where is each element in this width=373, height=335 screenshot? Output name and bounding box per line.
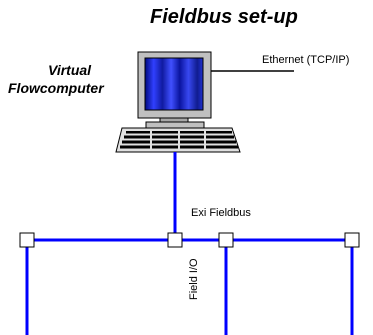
diagram-title: Fieldbus set-up (150, 6, 298, 28)
fieldbus-node-icon (19, 232, 35, 248)
fieldbus-node-icon (218, 232, 234, 248)
fieldbus-node-icon (344, 232, 360, 248)
computer-label-line2: Flowcomputer (8, 80, 104, 96)
fieldbus-label: Exi Fieldbus (191, 207, 251, 219)
computer-monitor-icon (137, 51, 212, 129)
fieldbus-nodes (19, 232, 360, 248)
keyboard-icon (115, 127, 241, 153)
computer-label-line1: Virtual (48, 62, 92, 78)
field-io-label: Field I/O (188, 258, 200, 300)
ethernet-label: Ethernet (TCP/IP) (262, 54, 350, 66)
fieldbus-lines (24, 152, 356, 335)
fieldbus-node-icon (167, 232, 183, 248)
